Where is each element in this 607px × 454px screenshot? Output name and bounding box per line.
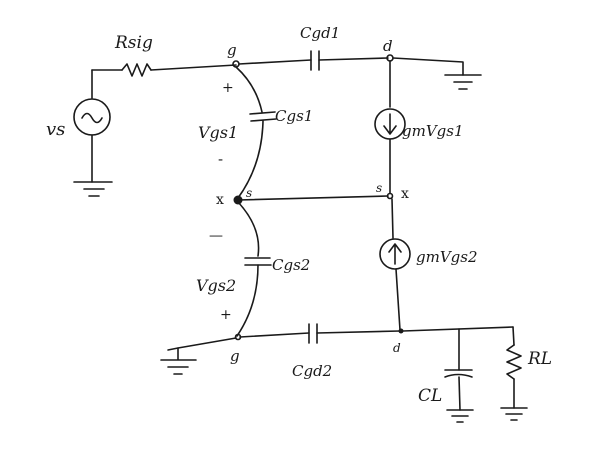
- label-d-bottom: d: [393, 341, 401, 355]
- ground-top-right-icon: [444, 74, 482, 90]
- node-gate1: [232, 60, 240, 68]
- wire-drain1-to-ground: [392, 57, 464, 76]
- capacitor-cgd1: [310, 50, 320, 71]
- wire-drain2-to-load: [402, 326, 514, 332]
- capacitor-cgd2: [308, 323, 318, 344]
- label-minus-top: -: [218, 150, 223, 168]
- label-vs: vs: [46, 119, 65, 140]
- label-plus-bottom: +: [220, 307, 232, 323]
- label-cl: CL: [418, 386, 442, 406]
- label-cgs2: Cgs2: [272, 256, 310, 274]
- wire-rsig-to-gate: [150, 64, 237, 71]
- label-minus-bottom: —: [209, 228, 223, 244]
- node-drain2: [398, 328, 404, 334]
- current-source-gm-vgs2: [379, 238, 411, 270]
- label-g-bottom: g: [230, 347, 240, 365]
- wire-gate1-to-cgs1: [235, 66, 263, 113]
- ground-source-icon: [73, 181, 113, 197]
- wire-source-mid: [237, 195, 389, 201]
- ground-rl-icon: [500, 407, 528, 421]
- label-g-top: g: [227, 41, 237, 59]
- label-gm-vgs2: gmVgs2: [416, 248, 478, 266]
- wire-cgs2-to-gate2: [236, 264, 259, 337]
- resistor-rl: [506, 344, 522, 380]
- label-x-right: x: [401, 186, 409, 202]
- wire-source-to-cgs2: [237, 201, 260, 257]
- capacitor-cl: [444, 369, 473, 378]
- ac-source-icon: [81, 112, 103, 124]
- wire-gate1-to-cgd1: [238, 59, 312, 65]
- label-cgd2: Cgd2: [292, 362, 332, 380]
- label-s-left: s: [246, 186, 252, 200]
- wire-cgd2-to-drain2: [316, 330, 401, 334]
- label-cgs1: Cgs1: [275, 107, 313, 125]
- wire-cgs1-to-source1: [237, 120, 264, 199]
- label-vgs1: Vgs1: [198, 123, 238, 142]
- arrow-up-icon: [388, 243, 402, 265]
- wire-to-rl: [512, 326, 515, 346]
- wire-gm2-to-drain2: [395, 268, 401, 331]
- wire-cgd1-to-drain1: [318, 57, 389, 61]
- wire-gate2-to-cgd2: [239, 332, 310, 338]
- label-cgd1: Cgd1: [300, 24, 340, 42]
- label-rl: RL: [527, 349, 552, 369]
- label-d-top: d: [383, 37, 393, 55]
- wire-source-to-gm2: [391, 198, 394, 239]
- label-vgs2: Vgs2: [196, 276, 236, 295]
- label-gm-vgs1: gmVgs1: [402, 122, 464, 140]
- label-s-right: s: [376, 181, 382, 195]
- label-x-left: x: [216, 192, 224, 208]
- resistor-rsig: [121, 63, 152, 77]
- capacitor-cgs1: [249, 111, 277, 122]
- capacitor-cgs2: [244, 257, 272, 266]
- arrow-down-icon: [383, 113, 397, 135]
- ground-cl-icon: [446, 409, 474, 423]
- label-plus-top: +: [222, 80, 234, 96]
- node-source-right: [386, 192, 394, 200]
- wire-cl-to-ground: [458, 376, 461, 411]
- ground-bottom-left-icon: [160, 347, 197, 375]
- label-rsig: Rsig: [114, 33, 153, 53]
